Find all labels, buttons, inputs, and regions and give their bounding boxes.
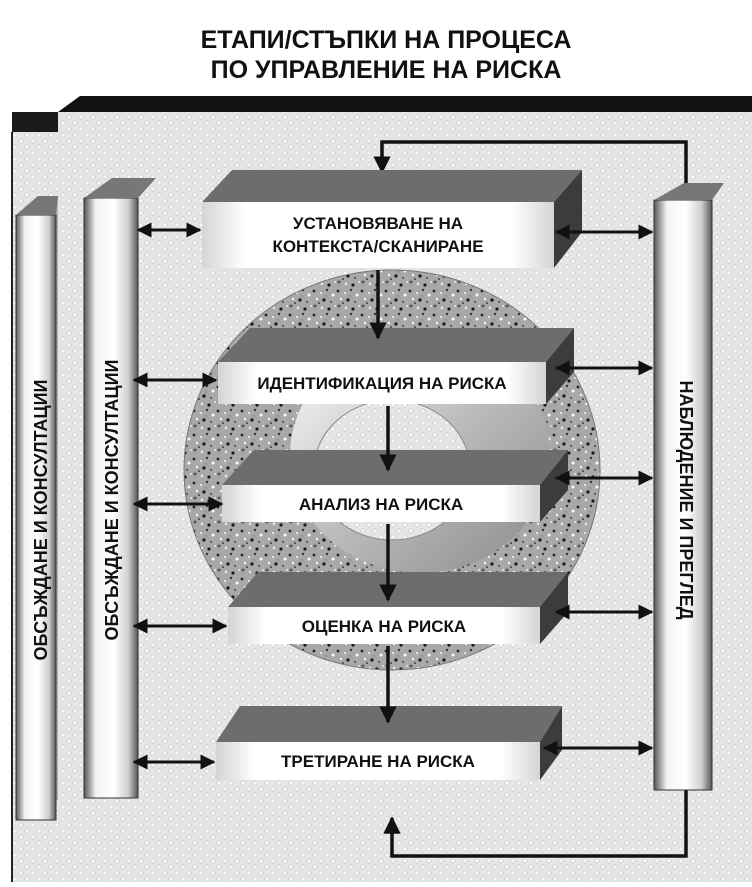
step-box-context bbox=[202, 170, 582, 268]
feedback-arrow-top bbox=[373, 140, 688, 200]
left-pillar-inner-label: ОБСЪЖДАНЕ И КОНСУЛТАЦИИ bbox=[102, 360, 122, 641]
title-line-2: ПО УПРАВЛЕНИЕ НА РИСКА bbox=[211, 56, 562, 84]
step-2-label: ИДЕНТИФИКАЦИЯ НА РИСКА bbox=[257, 374, 506, 393]
frame-top-bar bbox=[58, 96, 752, 112]
right-pillar bbox=[653, 183, 724, 791]
left-pillar-outer-label: ОБСЪЖДАНЕ И КОНСУЛТАЦИИ bbox=[31, 380, 51, 661]
right-pillar-label: НАБЛЮДЕНИЕ И ПРЕГЛЕД bbox=[676, 380, 696, 619]
step-5-label: ТРЕТИРАНЕ НА РИСКА bbox=[281, 752, 475, 771]
left-pillar-outer bbox=[15, 196, 58, 821]
step-1-label-line-1: УСТАНОВЯВАНЕ НА bbox=[293, 214, 463, 233]
title-line-1: ЕТАПИ/СТЪПКИ НА ПРОЦЕСА bbox=[201, 26, 572, 54]
frame-corner-left bbox=[12, 112, 58, 132]
step-box-evaluation bbox=[228, 572, 568, 644]
left-pillar-inner bbox=[83, 178, 156, 799]
step-4-label: ОЦЕНКА НА РИСКА bbox=[302, 617, 466, 636]
feedback-arrow-bottom bbox=[383, 790, 688, 858]
step-1-label-line-2: КОНТЕКСТА/СКАНИРАНЕ bbox=[272, 237, 483, 256]
step-3-label: АНАЛИЗ НА РИСКА bbox=[299, 495, 463, 514]
step-box-identification bbox=[218, 328, 574, 404]
